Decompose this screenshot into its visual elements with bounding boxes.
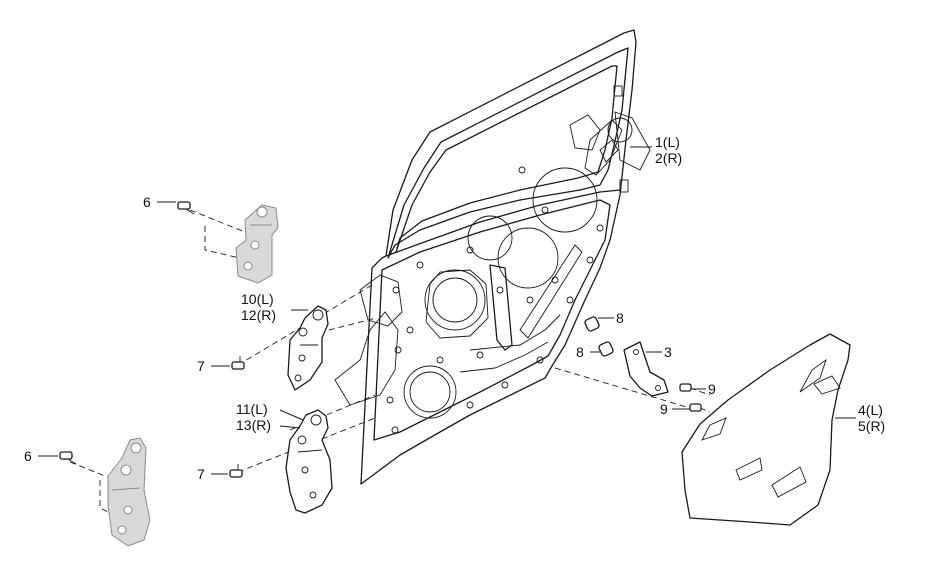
bushing-8-upper bbox=[584, 316, 600, 332]
door-hinge-lower bbox=[285, 409, 333, 514]
trim-cover bbox=[681, 333, 851, 526]
label-10: 10(L) bbox=[241, 291, 274, 307]
label-1: 1(L) bbox=[655, 134, 680, 150]
label-6-lower: 6 bbox=[24, 448, 32, 464]
bolt-9-lower bbox=[689, 403, 702, 412]
bushing-8-lower bbox=[598, 341, 614, 357]
label-3: 3 bbox=[664, 344, 672, 360]
label-12: 12(R) bbox=[241, 307, 276, 323]
bolt-7-upper bbox=[231, 356, 245, 370]
label-11: 11(L) bbox=[236, 401, 268, 417]
bolt-6-lower bbox=[59, 451, 77, 465]
label-4: 4(L) bbox=[858, 402, 883, 418]
label-7-lower: 7 bbox=[197, 466, 205, 482]
label-9-upper: 9 bbox=[708, 381, 716, 397]
label-8-lower: 8 bbox=[576, 344, 584, 360]
body-hinge-lower-ghost bbox=[107, 437, 151, 547]
door-panel bbox=[360, 29, 637, 485]
bolt-9-upper bbox=[679, 383, 692, 392]
body-hinge-upper-ghost bbox=[235, 204, 279, 284]
label-6-upper: 6 bbox=[143, 194, 151, 210]
door-hinge-upper bbox=[287, 305, 329, 391]
label-9-lower: 9 bbox=[660, 401, 668, 417]
bolt-7-lower bbox=[229, 464, 243, 478]
leader-lines bbox=[38, 146, 856, 475]
bolt-6-upper bbox=[177, 201, 195, 215]
label-13: 13(R) bbox=[236, 417, 271, 433]
bracket-3 bbox=[623, 341, 669, 397]
label-8-upper: 8 bbox=[616, 310, 624, 326]
part-labels: 1(L) 2(R) 3 4(L) 5(R) 6 6 7 7 8 8 9 9 10… bbox=[24, 134, 885, 482]
label-7-upper: 7 bbox=[197, 358, 205, 374]
ghost-hinge-outlines bbox=[334, 111, 651, 406]
label-2: 2(R) bbox=[655, 150, 682, 166]
label-5: 5(R) bbox=[858, 418, 885, 434]
